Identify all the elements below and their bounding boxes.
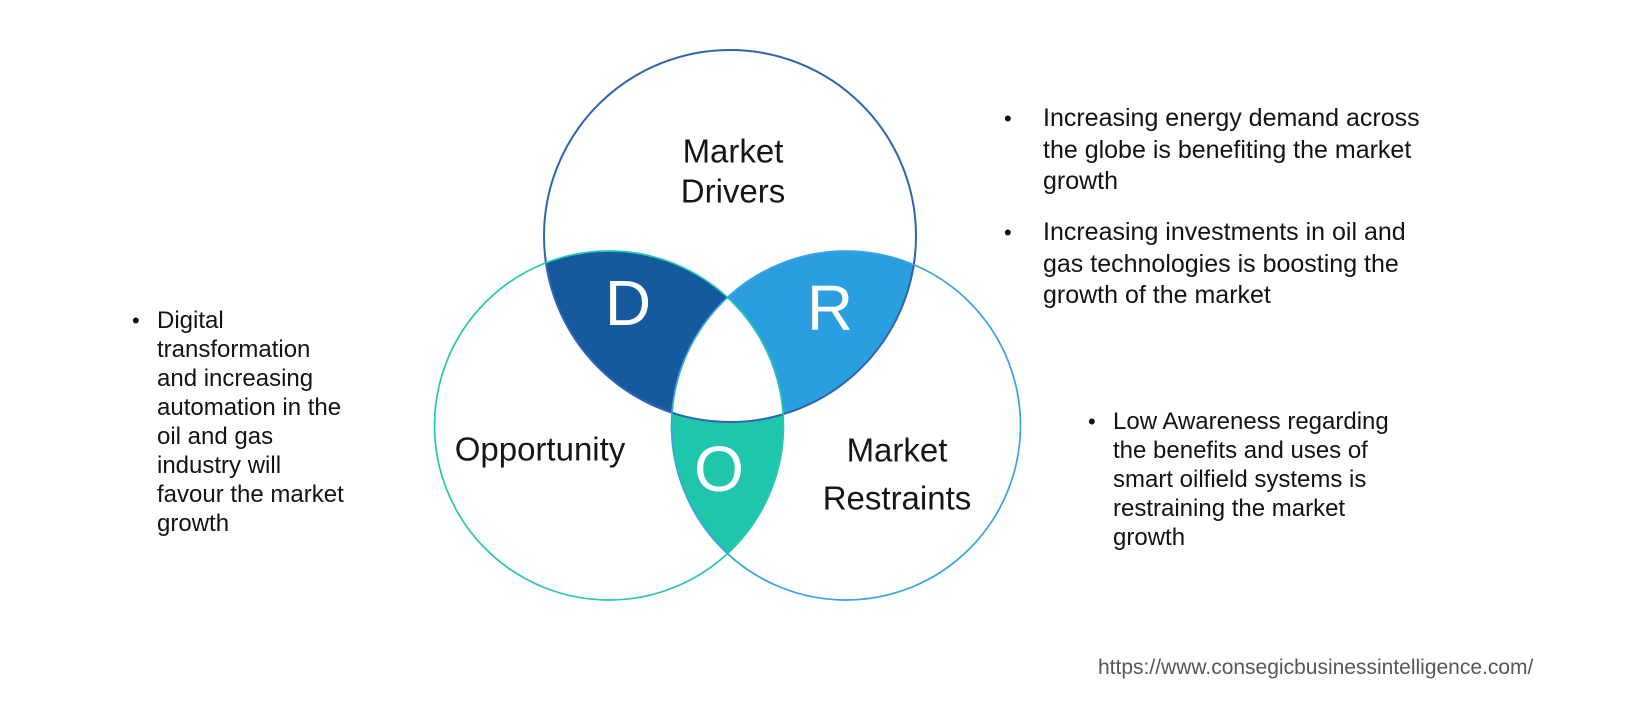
drivers-bullet-item-1: • Increasing energy demand across the gl…	[1004, 103, 1454, 198]
text-line: smart oilfield systems is	[1113, 466, 1367, 493]
restraints-bullet-item: • Low Awareness regarding the benefits a…	[1088, 407, 1448, 552]
drivers-bullet-text-2: Increasing investments in oil and gas te…	[1043, 217, 1406, 312]
text-line: transformation	[157, 336, 311, 363]
opportunity-bullet-text: Digital transformation and increasing au…	[157, 306, 344, 538]
label-opportunity: Opportunity	[455, 431, 626, 468]
text-line: Low Awareness regarding	[1113, 408, 1389, 435]
text-line: and increasing	[157, 365, 314, 392]
source-url: https://www.consegicbusinessintelligence…	[1098, 656, 1534, 679]
text-line: oil and gas	[157, 423, 274, 450]
text-line: growth	[1113, 524, 1186, 551]
letter-d: D	[605, 267, 651, 339]
text-line: Increasing energy demand across	[1043, 104, 1420, 132]
text-line: gas technologies is boosting the	[1043, 249, 1399, 278]
text-line: automation in the	[157, 394, 342, 421]
text-line: Digital	[157, 307, 224, 334]
text-line: industry will	[157, 452, 282, 479]
label-market-restraints-line2: Restraints	[823, 480, 972, 517]
text-line: the benefits and uses of	[1113, 437, 1368, 464]
text-line: favour the market	[157, 481, 344, 508]
restraints-circle-outline	[670, 250, 1022, 601]
opportunity-bullet-item: • Digital transformation and increasing …	[132, 306, 362, 538]
label-market-drivers-line1: Market	[683, 133, 784, 170]
bullet-dot: •	[1004, 106, 1012, 131]
text-line: the globe is benefiting the market	[1043, 135, 1412, 164]
text-line: growth of the market	[1043, 281, 1271, 309]
text-line: growth	[1043, 167, 1119, 195]
label-market-drivers-line2: Drivers	[681, 173, 786, 210]
opportunity-circle-outline	[433, 250, 785, 601]
label-market-restraints-line1: Market	[847, 432, 948, 469]
text-line: Increasing investments in oil and	[1043, 218, 1406, 246]
bullet-dot: •	[1004, 220, 1012, 245]
drivers-bullet-item-2: • Increasing investments in oil and gas …	[1004, 217, 1454, 312]
letter-r: R	[807, 272, 853, 344]
text-line: restraining the market	[1113, 495, 1346, 522]
bullet-dot: •	[1088, 409, 1096, 434]
drivers-bullet-text-1: Increasing energy demand across the glob…	[1043, 103, 1420, 198]
bullet-dot: •	[132, 308, 140, 333]
restraints-bullet-text: Low Awareness regarding the benefits and…	[1113, 407, 1389, 552]
text-line: growth	[157, 510, 230, 537]
letter-o: O	[694, 433, 744, 505]
drivers-circle-outline	[543, 49, 917, 423]
triple-intersection	[671, 251, 784, 422]
